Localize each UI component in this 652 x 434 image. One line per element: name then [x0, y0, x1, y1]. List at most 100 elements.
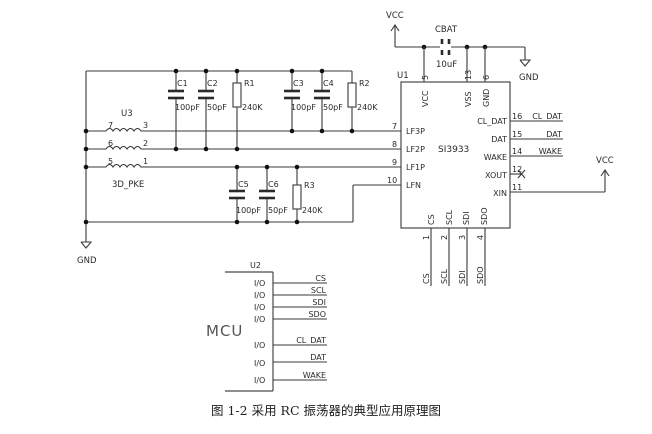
u2-ref: U2: [250, 261, 261, 270]
u1-pin-num: 1: [422, 235, 431, 240]
r1-value: 240K: [242, 103, 263, 112]
u1-pin-name: SDO: [480, 207, 489, 225]
r2-ref: R2: [359, 79, 370, 88]
coil-pin: 3: [143, 121, 148, 130]
coil-pin: 1: [143, 157, 148, 166]
vcc-right-symbol: VCC: [596, 156, 614, 192]
gnd-left-symbol: GND: [77, 241, 97, 266]
u1-pin-num: 11: [512, 183, 522, 192]
c1-capacitor: C1 100pF: [168, 68, 200, 152]
coil-pin: 6: [108, 139, 113, 148]
u1-pin-num: 4: [476, 235, 485, 240]
u1-pin-num: 9: [392, 158, 397, 167]
u1-pin-name: DAT: [491, 135, 507, 144]
u1-pin-num: 3: [458, 235, 467, 240]
cbat-ref: CBAT: [435, 25, 458, 35]
u1-pin-name: SCL: [445, 209, 454, 225]
gnd-left-label: GND: [77, 256, 97, 266]
c2-value: 50pF: [207, 103, 227, 112]
net-label: SDO: [476, 266, 485, 284]
u1-pin-num: 14: [512, 147, 522, 156]
net-label: WAKE: [539, 147, 562, 156]
u1-pin-num: 7: [392, 122, 397, 131]
r1-resistor: R1 240K: [232, 68, 263, 152]
u2-part: MCU: [206, 322, 243, 340]
u1-pin-num: 8: [392, 140, 397, 149]
c5-value: 100pF: [236, 206, 261, 215]
c2-capacitor: C2 50pF: [198, 68, 227, 152]
coil-pin: 2: [143, 139, 148, 148]
r3-ref: R3: [304, 181, 315, 190]
u1-part: SI3933: [438, 145, 469, 155]
net-label: DAT: [310, 353, 326, 362]
u1-chip: U1 SI3933 5 13 6 VCC VSS GND LF3P LF2P L…: [397, 70, 511, 229]
u2-pin-name: I/O: [254, 279, 265, 288]
vcc-top-label: VCC: [386, 11, 404, 21]
u1-pin-name: LFN: [406, 181, 421, 190]
u1-pin-name: SDI: [462, 211, 471, 225]
c2-ref: C2: [207, 79, 218, 88]
coil-pin: 7: [108, 121, 113, 130]
u1-pin-num: 16: [512, 112, 522, 121]
coil-icon: [105, 127, 152, 168]
u1-pin-name: LF2P: [406, 145, 425, 154]
u1-pin-num: 15: [512, 130, 522, 139]
c4-value: 50pF: [323, 103, 343, 112]
u1-pin-name: XIN: [493, 189, 507, 198]
c5-capacitor: C5 100pF: [229, 164, 261, 225]
cbat-value: 10uF: [436, 60, 457, 70]
u1-pin-num: 6: [482, 75, 491, 80]
u1-pin-name: GND: [482, 89, 491, 107]
net-label: WAKE: [303, 371, 326, 380]
u1-pin-num: 10: [387, 176, 397, 185]
gnd-top-label: GND: [519, 73, 539, 83]
r1-ref: R1: [244, 79, 255, 88]
net-label: CS: [422, 273, 431, 284]
u1-pin-num: 12: [512, 165, 522, 174]
net-label: DAT: [546, 130, 562, 139]
c3-value: 100pF: [291, 103, 316, 112]
net-label: SCL: [311, 286, 327, 295]
c6-value: 50pF: [268, 206, 288, 215]
u2-pin-name: I/O: [254, 291, 265, 300]
gnd-top-symbol: GND: [519, 59, 539, 83]
c6-capacitor: C6 50pF: [259, 164, 288, 225]
c4-capacitor: C4 50pF: [314, 68, 343, 134]
u1-pin-name: LF1P: [406, 163, 425, 172]
u2-pin-name: I/O: [254, 341, 265, 350]
net-label: SDI: [458, 270, 467, 284]
c5-ref: C5: [238, 180, 249, 189]
cbat-capacitor: CBAT 10uF: [435, 25, 458, 70]
r3-value: 240K: [302, 206, 323, 215]
net-label: SDO: [308, 310, 326, 319]
c1-value: 100pF: [175, 103, 200, 112]
u1-pin-name: XOUT: [485, 171, 507, 180]
u2-pin-name: I/O: [254, 359, 265, 368]
u1-pin-name: WAKE: [484, 153, 507, 162]
c3-ref: C3: [293, 79, 304, 88]
u1-pin-name: VSS: [464, 91, 473, 107]
c3-capacitor: C3 100pF: [284, 68, 316, 134]
net-label: SCL: [440, 268, 449, 284]
figure-caption: 图 1-2 采用 RC 振荡器的典型应用原理图: [211, 403, 441, 418]
vcc-top-symbol: VCC: [386, 11, 404, 47]
no-connect-icon: [517, 169, 526, 179]
u1-pin-name: LF3P: [406, 127, 425, 136]
u1-pin-num: 2: [440, 235, 449, 240]
u2-pin-name: I/O: [254, 303, 265, 312]
u3-ref: U3: [121, 109, 133, 119]
r2-value: 240K: [357, 103, 378, 112]
u1-right-pins: 16 15 14 12 11 CL_DAT DAT WAKE: [510, 112, 605, 193]
r3-resistor: R3 240K: [292, 164, 323, 225]
u1-pin-name: CL_DAT: [477, 117, 507, 126]
u1-pin-num: 13: [464, 70, 473, 80]
u1-bottom-pins: 1 2 3 4 CS SCL SDI SDO: [422, 228, 486, 286]
u2-pin-name: I/O: [254, 376, 265, 385]
u3-inductor: U3 3D_PKE 7 3 6 2 5 1: [105, 109, 152, 190]
u2-pin-name: I/O: [254, 315, 265, 324]
net-label: CL_DAT: [296, 336, 326, 345]
net-label: CL_DAT: [532, 112, 562, 121]
c1-ref: C1: [177, 79, 188, 88]
c4-ref: C4: [323, 79, 334, 88]
